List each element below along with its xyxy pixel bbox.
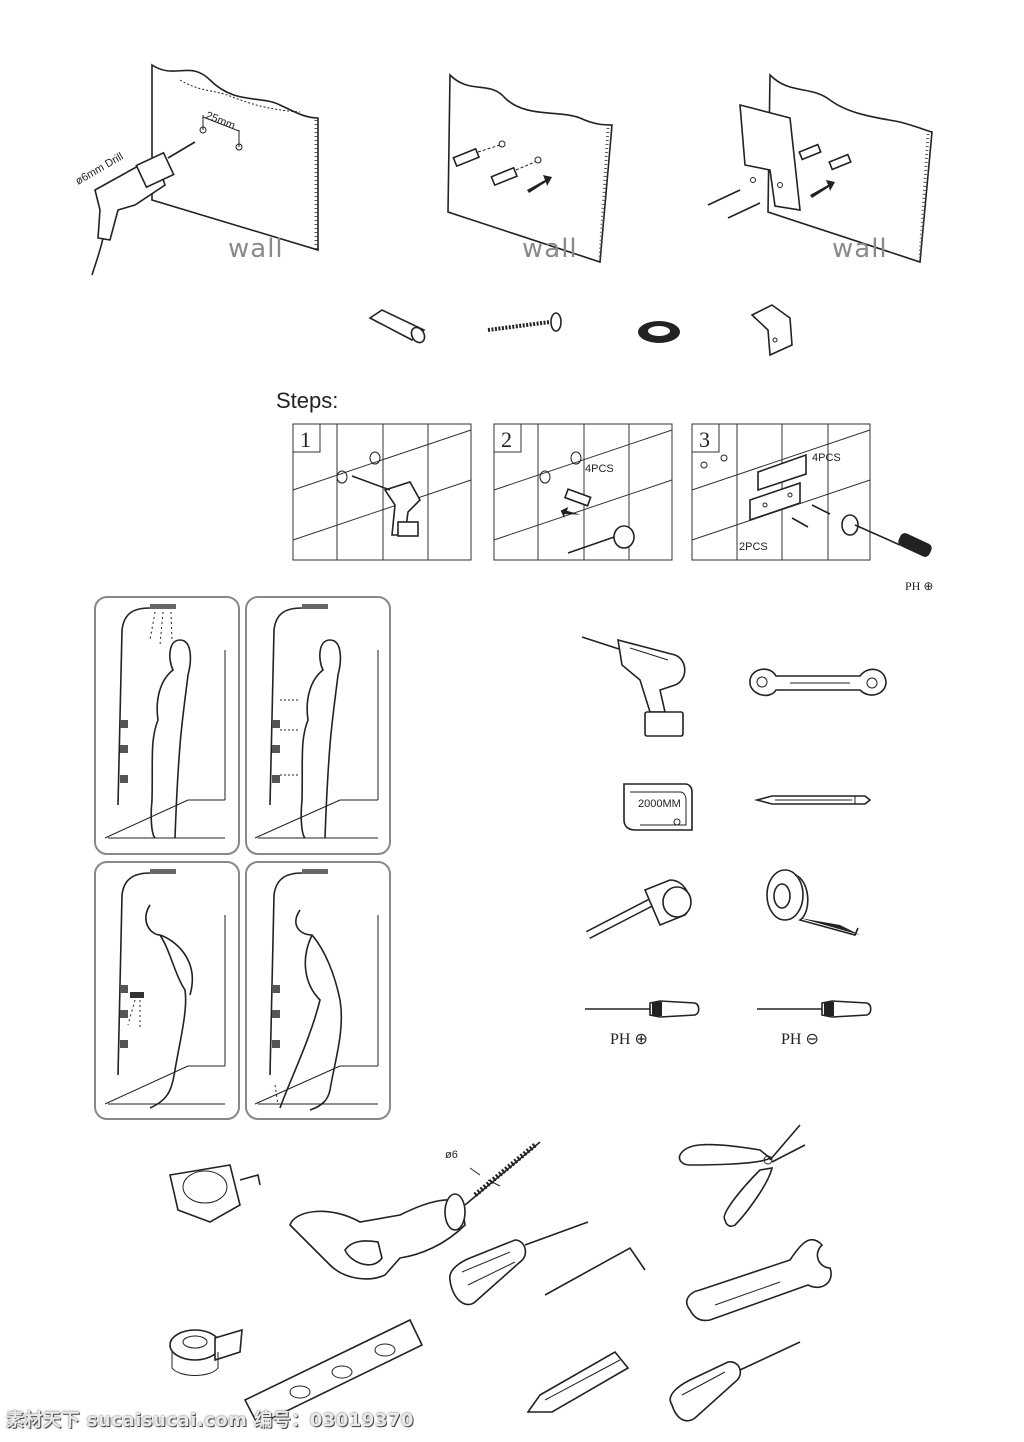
flathead-screwdriver-icon: PH ⊖ (757, 1000, 872, 1048)
phillips-screwdriver-icon: PH ⊕ (585, 1000, 700, 1048)
wrench-icon (749, 668, 887, 697)
drill-bit-label: ø6 (445, 1149, 458, 1161)
teflon-tape-icon (766, 869, 860, 936)
wall-label-1: wall (228, 234, 284, 264)
teflon-roll-icon (169, 1328, 243, 1376)
pencil-icon (753, 795, 872, 805)
step-2-number: 2 (501, 427, 512, 452)
wall-panel-2: wall (447, 73, 613, 264)
step-3-screwdriver-label: PH ⊕ (905, 579, 933, 593)
usage-panel-rain-shower (94, 596, 240, 855)
rubber-mallet-icon (585, 879, 692, 939)
needle-nose-pliers-icon (678, 1124, 806, 1227)
phillips-label: PH ⊕ (610, 1031, 648, 1048)
bottom-tools: ø6 (169, 1124, 832, 1427)
step-3: 3 4PCS 2PCS PH ⊕ (691, 423, 933, 593)
usage-panel-body-jets (245, 596, 391, 855)
power-drill-large-icon: ø6 (289, 1141, 541, 1280)
steps-section: 1 2 4PCS (292, 423, 933, 593)
step-3-pcs-label-a: 4PCS (812, 452, 841, 464)
screwdriver-large-icon (449, 1221, 589, 1306)
washer-icon (638, 321, 680, 343)
allen-key-icon (544, 1246, 646, 1296)
steps-title: Steps: (276, 388, 339, 413)
adjustable-wrench-icon (685, 1238, 832, 1322)
usage-panels (94, 596, 391, 1120)
step-3-pcs-label-b: 2PCS (739, 541, 768, 553)
step-1-number: 1 (300, 427, 311, 452)
wall-panel-3: wall (707, 73, 933, 264)
step-3-number: 3 (699, 427, 710, 452)
step-2-pcs-label: 4PCS (585, 463, 614, 475)
screw-icon (487, 312, 562, 332)
wall-label-2: wall (522, 234, 578, 264)
step-2: 2 4PCS (493, 423, 673, 561)
tools-grid: 2000MM PH ⊕ PH ⊖ (581, 636, 887, 1048)
spacing-label: 25mm (204, 110, 237, 133)
watermark: 素材天下 sucaisucai.com 编号：03019370 (6, 1410, 414, 1431)
wall-label-3: wall (832, 234, 888, 264)
usage-panel-hand-shower (94, 861, 240, 1120)
anchor-plug-icon (368, 309, 426, 344)
tape-measure-icon: 2000MM (623, 783, 693, 831)
flathead-label: PH ⊖ (781, 1031, 819, 1048)
parts-row (368, 304, 793, 357)
tape-measure-label: 2000MM (638, 798, 681, 810)
tape-measure-large-icon (169, 1164, 261, 1223)
spirit-level-icon (243, 1318, 424, 1427)
cordless-drill-icon (581, 636, 686, 737)
carpenter-pencil-icon (526, 1350, 630, 1413)
wall-panel-1: 25mm ø6mm Drill wall (74, 63, 319, 276)
bracket-icon (750, 304, 793, 357)
step-1: 1 (292, 423, 472, 561)
usage-panel-foot-rinse (245, 861, 391, 1120)
small-screwdriver-icon (669, 1341, 801, 1422)
